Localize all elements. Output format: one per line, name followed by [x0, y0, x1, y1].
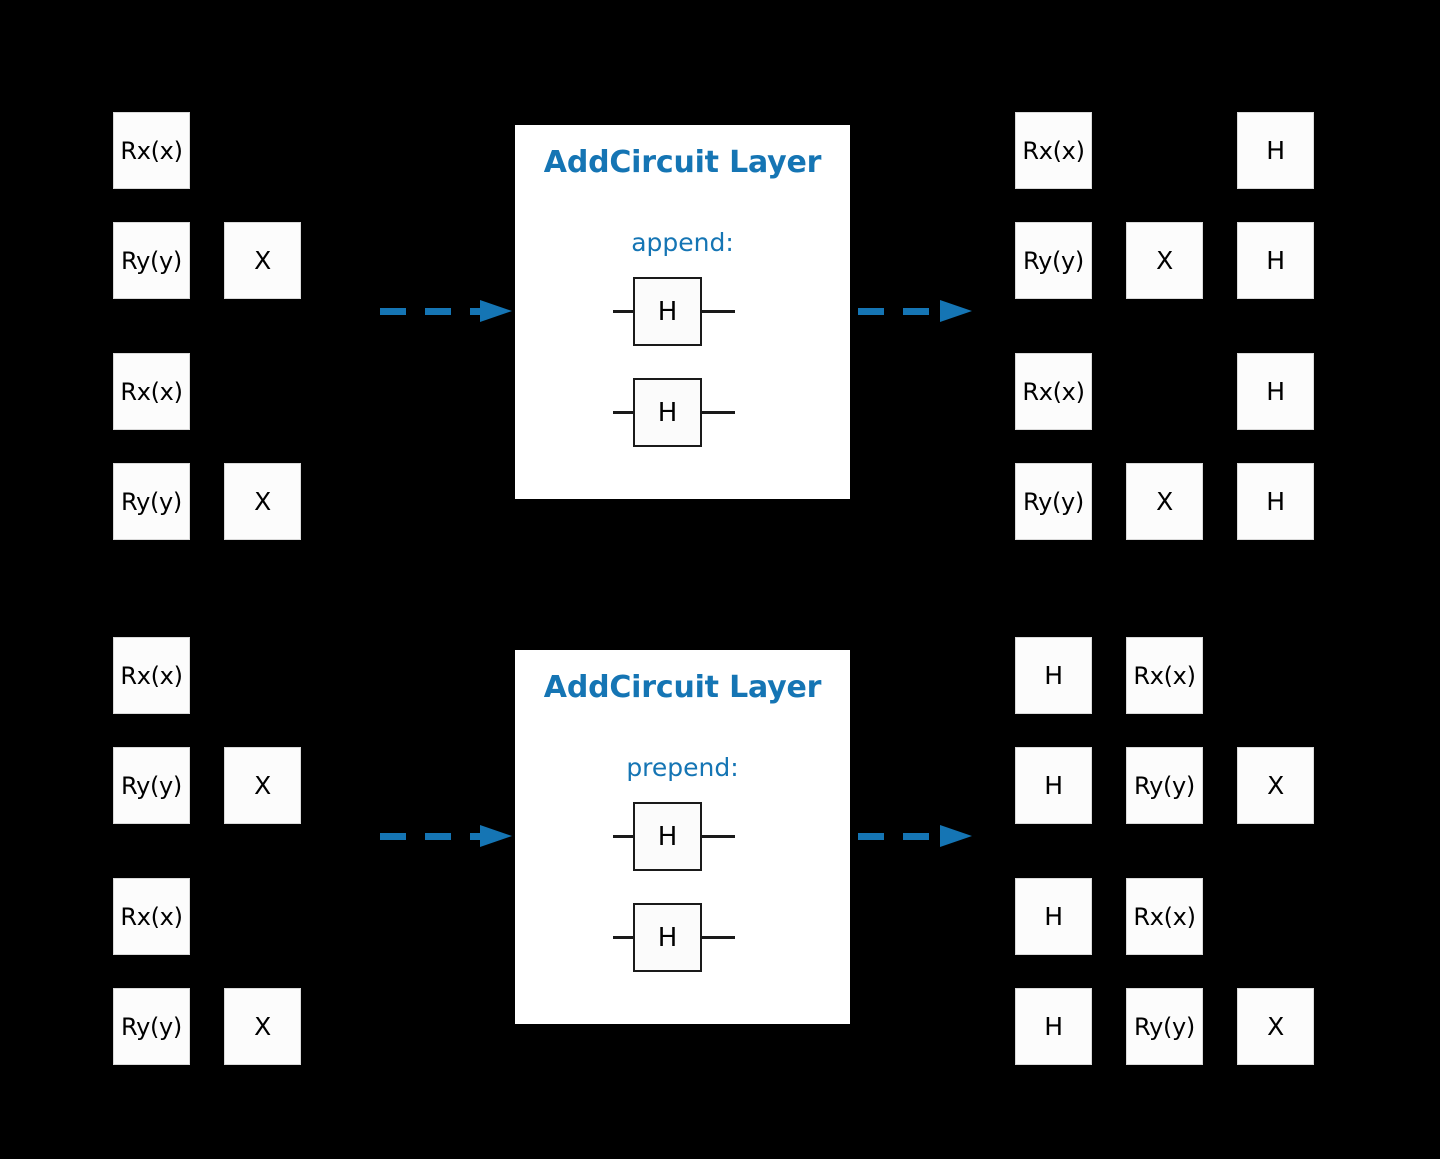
- gate-box: X: [1126, 463, 1203, 540]
- sub-circuit-gate: H: [633, 378, 702, 447]
- arrow-head: [940, 300, 972, 322]
- gate-box: H: [1015, 637, 1092, 714]
- gate-box: X: [224, 747, 301, 824]
- arrow-layer-to-output: [858, 825, 973, 847]
- gate-box: Rx(x): [113, 878, 190, 955]
- arrow-head: [940, 825, 972, 847]
- gate-box: X: [1237, 747, 1314, 824]
- arrow-layer-to-output: [858, 300, 973, 322]
- gate-box: X: [224, 463, 301, 540]
- gate-box: Ry(y): [113, 463, 190, 540]
- layer-title: AddCircuit Layer: [543, 670, 822, 705]
- arrow-input-to-layer: [380, 825, 512, 847]
- gate-box: Rx(x): [1126, 637, 1203, 714]
- arrow-shaft: [380, 308, 480, 315]
- gate-box: Rx(x): [113, 353, 190, 430]
- gate-box: X: [224, 222, 301, 299]
- arrow-shaft: [380, 833, 480, 840]
- gate-box: Rx(x): [113, 637, 190, 714]
- gate-box: Ry(y): [1015, 222, 1092, 299]
- gate-box: Rx(x): [1015, 112, 1092, 189]
- arrow-head: [480, 300, 512, 322]
- gate-box: Ry(y): [1015, 463, 1092, 540]
- arrow-head: [480, 825, 512, 847]
- gate-box: X: [1126, 222, 1203, 299]
- layer-title: AddCircuit Layer: [543, 145, 822, 180]
- gate-box: H: [1015, 988, 1092, 1065]
- addcircuit-layer-panel[interactable]: AddCircuit Layer append: H H: [515, 125, 850, 499]
- arrow-input-to-layer: [380, 300, 512, 322]
- sub-circuit-gate: H: [633, 802, 702, 871]
- sub-circuit-gate: H: [633, 903, 702, 972]
- sub-circuit-gate: H: [633, 277, 702, 346]
- gate-box: H: [1015, 878, 1092, 955]
- gate-box: Ry(y): [113, 988, 190, 1065]
- gate-box: H: [1237, 222, 1314, 299]
- gate-box: Ry(y): [1126, 747, 1203, 824]
- arrow-shaft: [858, 308, 940, 315]
- gate-box: Ry(y): [113, 747, 190, 824]
- gate-box: X: [1237, 988, 1314, 1065]
- gate-box: H: [1237, 353, 1314, 430]
- gate-box: Ry(y): [113, 222, 190, 299]
- gate-box: H: [1015, 747, 1092, 824]
- gate-box: X: [224, 988, 301, 1065]
- gate-box: Rx(x): [113, 112, 190, 189]
- layer-mode-label: prepend:: [626, 753, 739, 782]
- layer-mode-label: append:: [631, 228, 734, 257]
- addcircuit-layer-panel[interactable]: AddCircuit Layer prepend: H H: [515, 650, 850, 1024]
- arrow-shaft: [858, 833, 940, 840]
- gate-box: Rx(x): [1015, 353, 1092, 430]
- gate-box: Rx(x): [1126, 878, 1203, 955]
- gate-box: H: [1237, 463, 1314, 540]
- gate-box: Ry(y): [1126, 988, 1203, 1065]
- gate-box: H: [1237, 112, 1314, 189]
